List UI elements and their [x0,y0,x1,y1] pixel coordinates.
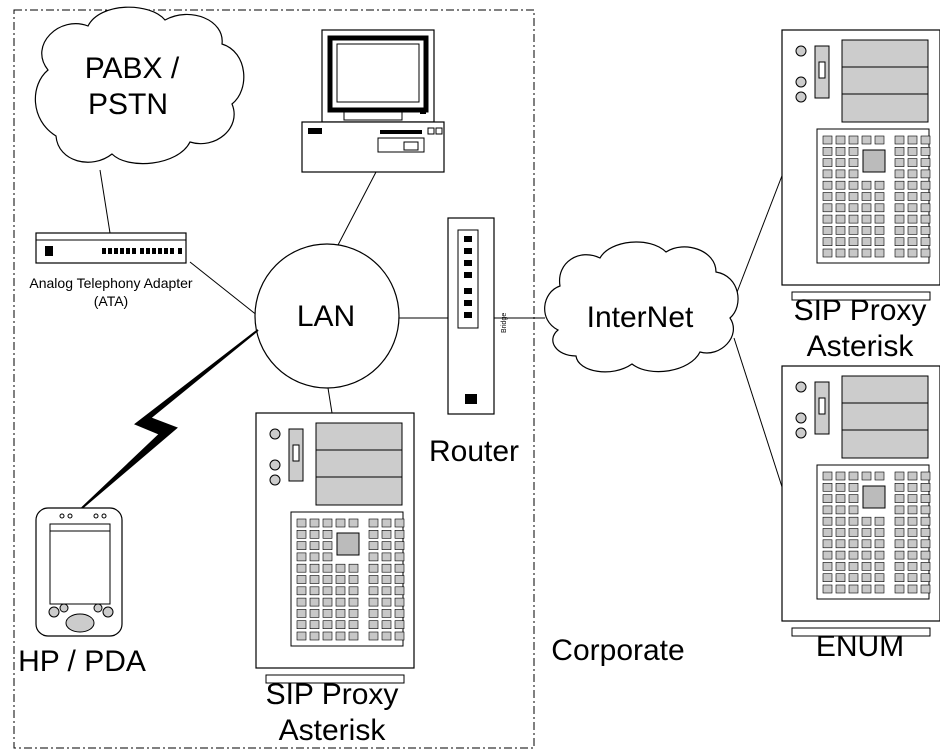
desktop-computer [301,29,445,173]
server-local-sip [255,412,415,684]
sip-local-label-line2: Asterisk [279,714,387,747]
sip-remote-label-line1: SIP Proxy [794,294,927,327]
enum-label: ENUM [816,630,904,663]
sip-remote-label-line2: Asterisk [807,330,915,363]
server-remote-sip [781,29,940,301]
corporate-boundary [13,9,535,749]
router-device [447,217,495,415]
internet-label: InterNet [587,301,694,334]
lan-label: LAN [297,300,355,333]
wireless-link [81,329,259,509]
pabx-label-line1: PABX / [85,52,180,85]
connection-lines [99,154,791,491]
ata-device [35,232,187,264]
lan-hub [254,243,400,389]
router-label: Router [429,435,519,468]
ata-label-line1: Analog Telephony Adapter [29,275,193,291]
pabx-cloud [34,6,245,165]
pda-device [35,507,123,637]
sip-local-label-line1: SIP Proxy [266,678,399,711]
corporate-label: Corporate [551,634,684,667]
internet-cloud [544,241,739,373]
server-enum [781,365,940,637]
hp-pda-label: HP / PDA [18,645,146,678]
ata-label-line2: (ATA) [94,293,128,309]
bridge-label: Bridge [501,313,508,333]
pabx-label-line2: PSTN [88,88,168,121]
